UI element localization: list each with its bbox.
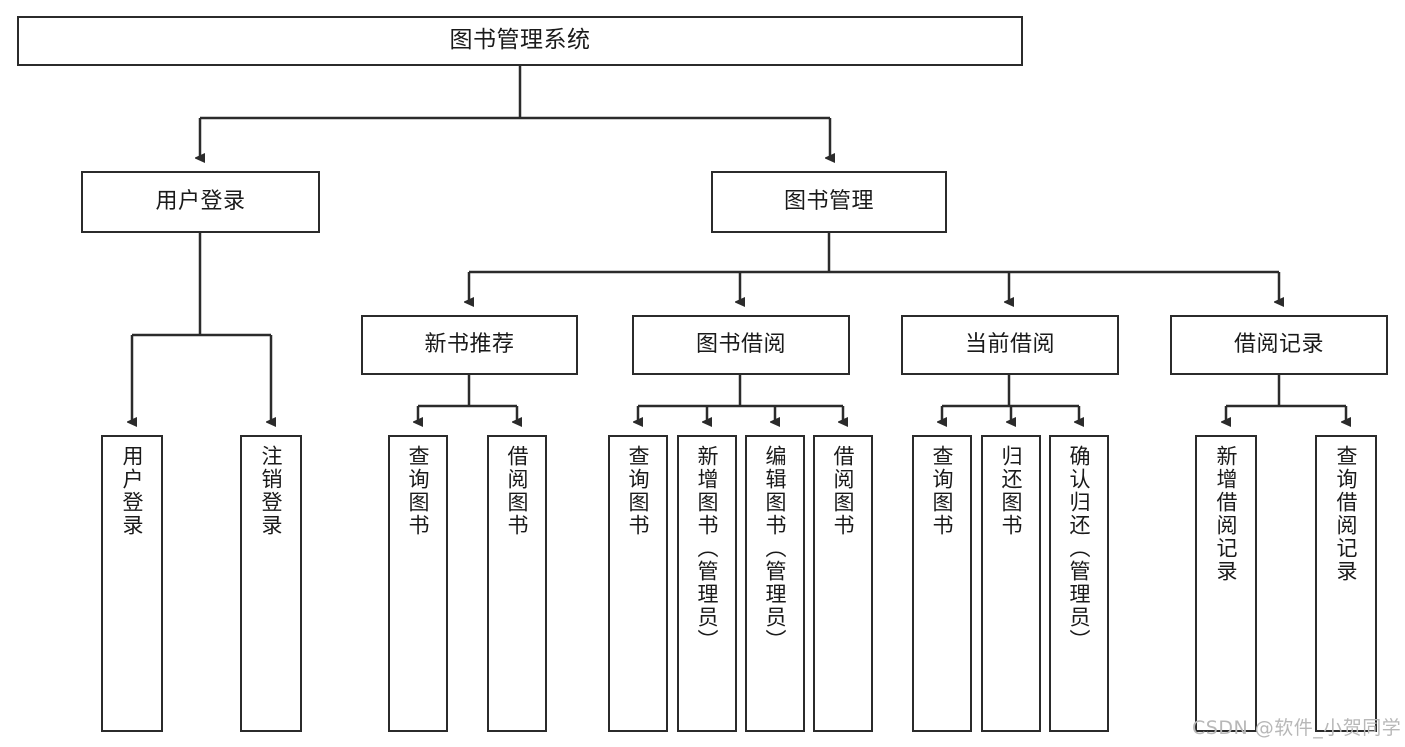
node-leaf-user-login[interactable]: 用户登录 xyxy=(101,435,163,732)
node-leaf-borrow-book-1[interactable]: 借阅图书 xyxy=(487,435,547,732)
node-label: 新书推荐 xyxy=(424,332,515,358)
connectors-borrowrecord-to-leaves xyxy=(1226,375,1346,422)
node-label: 编辑图书（管理员） xyxy=(763,445,788,652)
node-book-borrow[interactable]: 图书借阅 xyxy=(632,315,850,375)
node-label: 图书管理系统 xyxy=(449,27,591,54)
node-leaf-query-book-2[interactable]: 查询图书 xyxy=(608,435,668,732)
node-leaf-edit-book[interactable]: 编辑图书（管理员） xyxy=(745,435,805,732)
node-root-system[interactable]: 图书管理系统 xyxy=(17,16,1023,66)
node-leaf-borrow-book-2[interactable]: 借阅图书 xyxy=(813,435,873,732)
node-current-borrow[interactable]: 当前借阅 xyxy=(901,315,1119,375)
node-new-book-rec[interactable]: 新书推荐 xyxy=(361,315,578,375)
node-leaf-query-book-3[interactable]: 查询图书 xyxy=(912,435,972,732)
node-leaf-query-record[interactable]: 查询借阅记录 xyxy=(1315,435,1377,732)
node-label: 查询图书 xyxy=(930,445,955,537)
node-label: 注销登录 xyxy=(259,445,284,537)
node-leaf-user-logout[interactable]: 注销登录 xyxy=(240,435,302,732)
node-leaf-query-book-1[interactable]: 查询图书 xyxy=(388,435,448,732)
node-label: 查询借阅记录 xyxy=(1334,445,1359,583)
node-label: 图书管理 xyxy=(783,189,874,215)
connectors-newbookrec-to-leaves xyxy=(418,375,517,422)
connectors-root-to-level1 xyxy=(200,66,830,158)
node-label: 借阅图书 xyxy=(831,445,856,537)
node-leaf-add-book[interactable]: 新增图书（管理员） xyxy=(677,435,737,732)
node-borrow-record[interactable]: 借阅记录 xyxy=(1170,315,1388,375)
node-book-manage[interactable]: 图书管理 xyxy=(711,171,947,233)
node-label: 用户登录 xyxy=(155,189,246,215)
connectors-currentborrow-to-leaves xyxy=(942,375,1079,422)
node-label: 查询图书 xyxy=(406,445,431,537)
node-label: 确认归还（管理员） xyxy=(1067,445,1092,652)
node-label: 归还图书 xyxy=(999,445,1024,537)
connectors-bookborrow-to-leaves xyxy=(638,375,843,422)
node-label: 新增借阅记录 xyxy=(1214,445,1239,583)
node-label: 借阅记录 xyxy=(1233,332,1324,358)
connectors-bookmanage-to-level2 xyxy=(469,233,1279,302)
node-label: 查询图书 xyxy=(626,445,651,537)
connectors-userlogin-to-leaves xyxy=(132,233,271,422)
node-label: 图书借阅 xyxy=(695,332,786,358)
node-leaf-add-record[interactable]: 新增借阅记录 xyxy=(1195,435,1257,732)
node-label: 用户登录 xyxy=(120,445,145,537)
node-leaf-return-book[interactable]: 归还图书 xyxy=(981,435,1041,732)
node-label: 当前借阅 xyxy=(964,332,1055,358)
node-leaf-confirm-return[interactable]: 确认归还（管理员） xyxy=(1049,435,1109,732)
node-user-login[interactable]: 用户登录 xyxy=(81,171,320,233)
node-label: 新增图书（管理员） xyxy=(695,445,720,652)
node-label: 借阅图书 xyxy=(505,445,530,537)
